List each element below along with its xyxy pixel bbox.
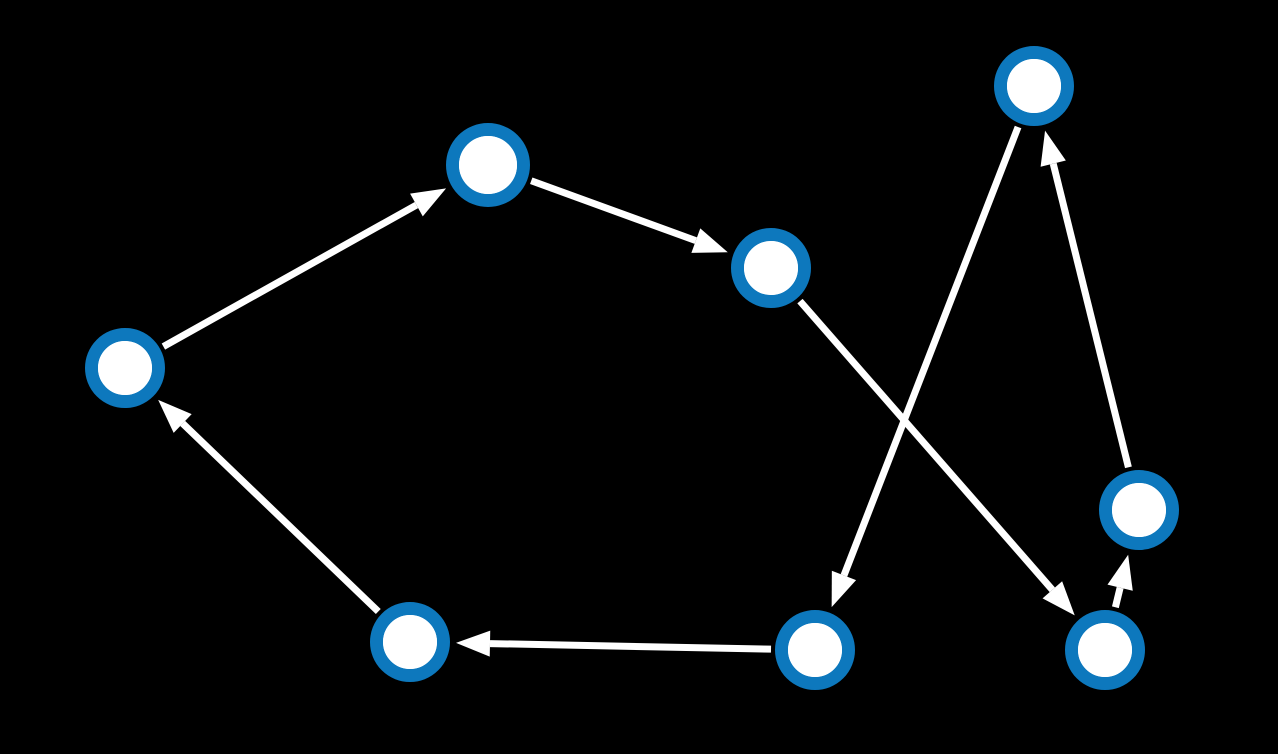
graph-node[interactable] — [1099, 470, 1179, 550]
graph-edge — [831, 125, 1022, 608]
node-core[interactable] — [459, 136, 517, 194]
graph-edge — [455, 630, 772, 657]
edge-shaft — [489, 640, 772, 653]
edge-arrowhead-icon — [410, 188, 447, 217]
graph-node[interactable] — [731, 228, 811, 308]
edge-arrowhead-icon — [158, 399, 192, 433]
graph-node[interactable] — [85, 328, 165, 408]
edge-arrowhead-icon — [1107, 554, 1133, 591]
node-core[interactable] — [98, 341, 152, 395]
edge-shaft — [1111, 586, 1124, 609]
edge-arrowhead-icon — [691, 228, 728, 253]
graph-edge — [161, 188, 447, 350]
edge-shaft — [161, 201, 419, 350]
graph-edge — [1107, 554, 1133, 609]
node-core[interactable] — [1112, 483, 1166, 537]
graph-node[interactable] — [370, 602, 450, 682]
node-core[interactable] — [383, 615, 437, 669]
node-core[interactable] — [744, 241, 798, 295]
edge-shaft — [180, 420, 381, 615]
graph-node[interactable] — [994, 46, 1074, 126]
edge-arrowhead-icon — [455, 630, 491, 657]
graph-edge — [797, 298, 1075, 616]
edge-shaft — [530, 177, 698, 244]
graph-edge — [1040, 130, 1132, 469]
node-core[interactable] — [1007, 59, 1061, 113]
edges-layer — [158, 125, 1133, 657]
edge-shaft — [1049, 162, 1132, 469]
nodes-layer — [85, 46, 1179, 690]
edge-arrowhead-icon — [1042, 581, 1075, 616]
edge-shaft — [840, 125, 1022, 577]
edge-arrowhead-icon — [831, 570, 857, 608]
graph-node[interactable] — [775, 610, 855, 690]
graph-node[interactable] — [446, 123, 530, 207]
edge-arrowhead-icon — [1040, 130, 1066, 167]
node-core[interactable] — [788, 623, 842, 677]
edge-shaft — [797, 298, 1055, 593]
graph-edge — [530, 177, 728, 253]
graph-edge — [158, 399, 381, 615]
graph-node[interactable] — [1065, 610, 1145, 690]
node-core[interactable] — [1078, 623, 1132, 677]
